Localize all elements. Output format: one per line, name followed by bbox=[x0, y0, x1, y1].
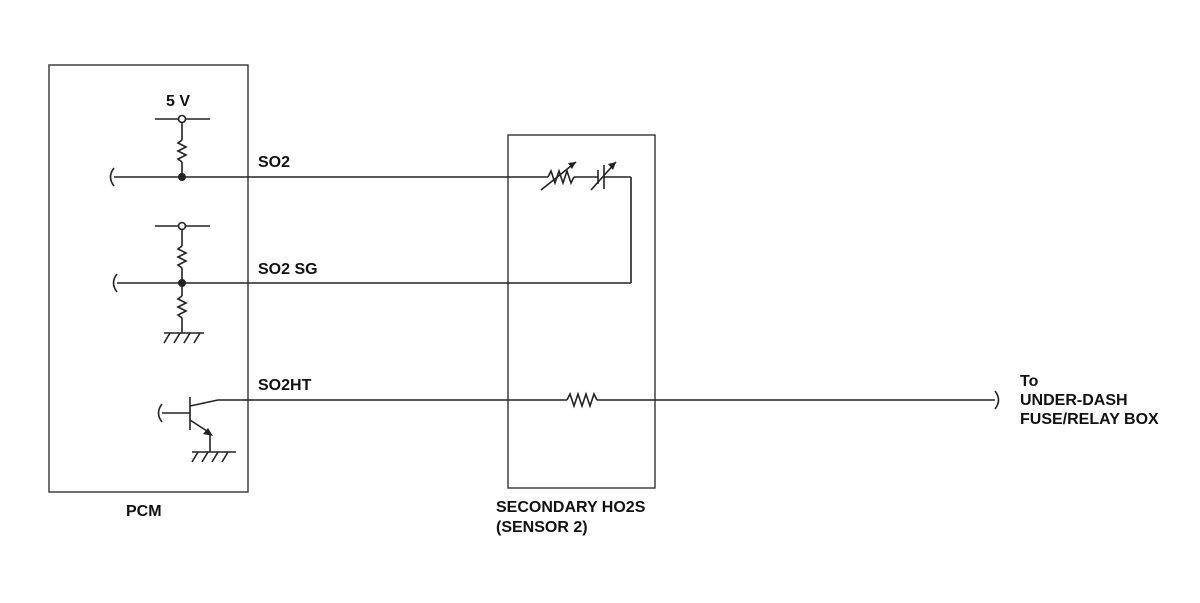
sensor-label-line1: SECONDARY HO2S bbox=[496, 499, 646, 516]
so2ht-wire bbox=[218, 390, 1000, 410]
sensor-box bbox=[507, 134, 656, 489]
destination-label-line3: FUSE/RELAY BOX bbox=[1020, 411, 1159, 428]
so2sg-wire bbox=[112, 273, 631, 293]
ground-symbol bbox=[191, 451, 236, 463]
destination-label-line2: UNDER-DASH bbox=[1020, 392, 1128, 409]
so2-label: SO2 bbox=[258, 154, 290, 171]
so2sg-label: SO2 SG bbox=[258, 261, 318, 278]
vref-label: 5 V bbox=[166, 93, 190, 110]
so2-wire bbox=[109, 167, 548, 187]
heater-transistor bbox=[157, 397, 219, 452]
variable-resistor-symbol bbox=[540, 161, 598, 191]
sensor-label-line2: (SENSOR 2) bbox=[496, 519, 588, 536]
pcm-box bbox=[48, 64, 249, 493]
pcm-label: PCM bbox=[126, 503, 162, 520]
vref-pullup-resistor bbox=[155, 114, 210, 177]
ground-symbol bbox=[163, 332, 204, 344]
variable-cell-symbol bbox=[590, 161, 632, 283]
destination-label-line1: To bbox=[1020, 373, 1039, 390]
so2sg-divider-resistors bbox=[155, 221, 210, 333]
so2ht-label: SO2HT bbox=[258, 377, 312, 394]
